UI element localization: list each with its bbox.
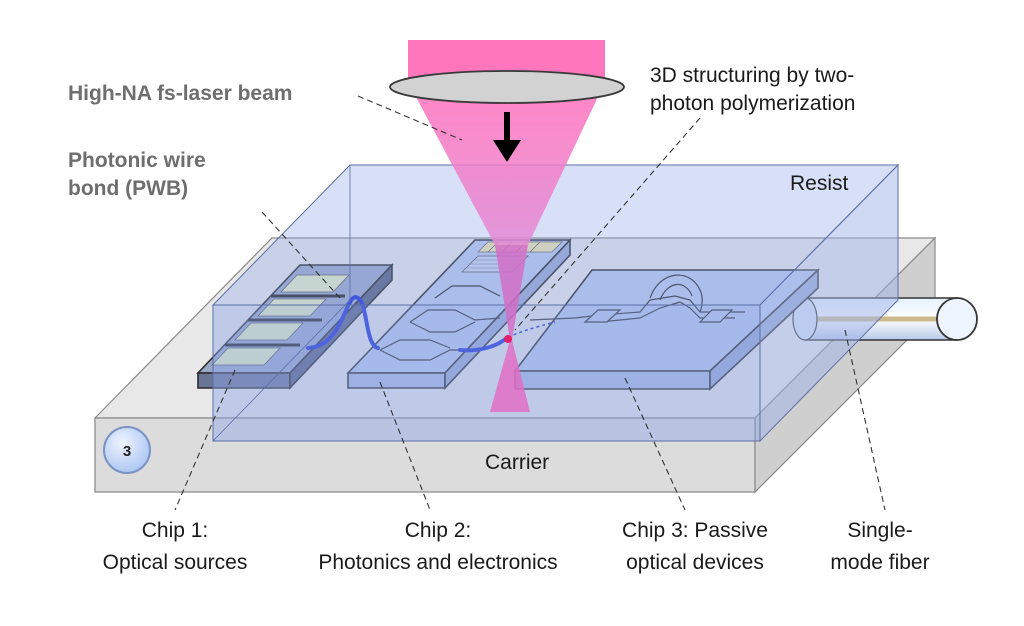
pwb-label-line2: bond (PWB) [68, 177, 188, 200]
focal-point [504, 335, 512, 343]
laser-beam-label: High-NA fs-laser beam [68, 82, 292, 105]
chip3-label-line2: optical devices [626, 551, 764, 574]
fiber-label-line2: mode fiber [830, 551, 929, 574]
resist-label: Resist [790, 172, 849, 195]
chip2-label-line2: Photonics and electronics [318, 551, 557, 574]
chip1-label-line2: Optical sources [103, 551, 248, 574]
pwb-label-line1: Photonic wire [68, 149, 206, 172]
arrow-down-icon [493, 140, 521, 162]
fiber-label-line1: Single- [847, 519, 912, 542]
chip1-label-line1: Chip 1: [142, 519, 209, 542]
carrier-label: Carrier [485, 451, 549, 474]
objective-lens [389, 70, 625, 104]
chip3-label-line1: Chip 3: Passive [622, 519, 768, 542]
structuring-label-line2: photon polymerization [650, 92, 855, 115]
structuring-label-line1: 3D structuring by two- [650, 64, 854, 87]
chip2-label-line1: Chip 2: [405, 519, 472, 542]
badge-number: 3 [123, 443, 131, 460]
leader-lines [174, 95, 886, 511]
laser-beam [389, 40, 625, 412]
step-badge: 3 [103, 426, 151, 474]
chip-1 [196, 262, 394, 391]
resist-volume [211, 163, 900, 443]
